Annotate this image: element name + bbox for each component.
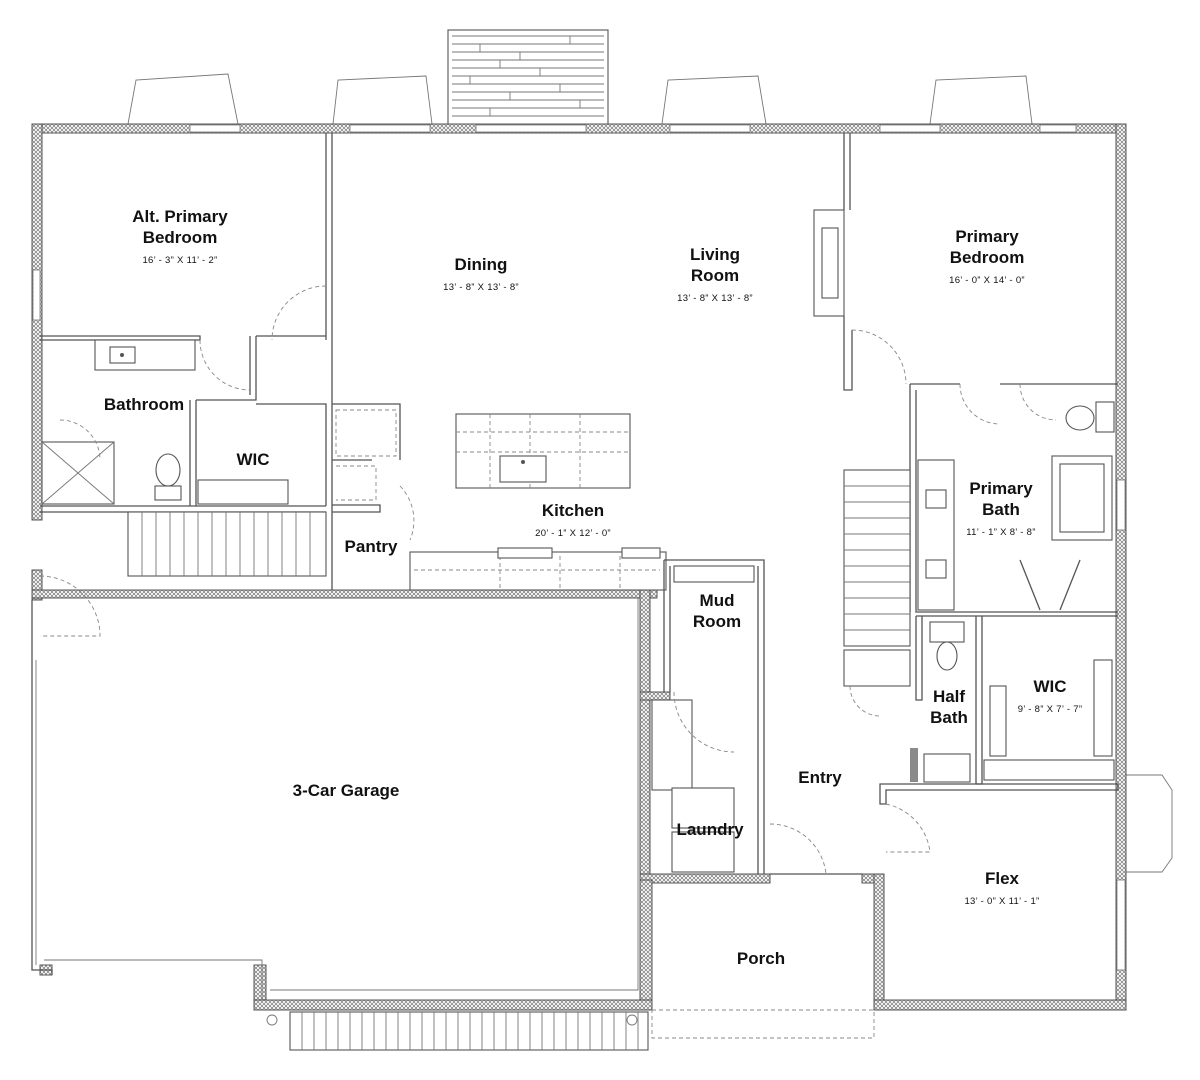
living-room-label: Living (690, 245, 740, 264)
alt-primary-bedroom-label: Bedroom (143, 228, 218, 247)
wic-right-label: WIC (1033, 677, 1066, 696)
living-room-dimensions: 13’ - 8” X 13’ - 8” (677, 293, 753, 304)
primary-bath-label: Primary (969, 479, 1033, 498)
stairs-left (127, 511, 327, 577)
door-swings (39, 285, 1057, 875)
entry-label: Entry (798, 768, 842, 787)
kitchen-dimensions: 20’ - 1” X 12’ - 0” (535, 528, 611, 539)
half-bath-label: Bath (930, 708, 968, 727)
laundry-label: Laundry (676, 820, 744, 839)
flex-label: Flex (985, 869, 1020, 888)
dining-dimensions: 13’ - 8” X 13’ - 8” (443, 282, 519, 293)
bathroom-label: Bathroom (104, 395, 184, 414)
mud-room-label: Mud (700, 591, 735, 610)
porch-label: Porch (737, 949, 785, 968)
stairs-right (843, 469, 911, 687)
garage-walls (31, 598, 639, 1000)
primary-bath-dimensions: 11’ - 1” X 8’ - 8” (966, 527, 1035, 538)
alt-primary-bedroom-label: Alt. Primary (132, 207, 228, 226)
alt-primary-bedroom-dimensions: 16’ - 3” X 11’ - 2” (142, 255, 217, 266)
window-wells (127, 73, 1173, 873)
half-bath-label: Half (933, 687, 965, 706)
garage-label: 3-Car Garage (293, 781, 400, 800)
fireplace-chimney (447, 29, 609, 127)
flex-dimensions: 13’ - 0” X 11’ - 1” (964, 896, 1039, 907)
mud-room-label: Room (693, 612, 741, 631)
kitchen-label: Kitchen (542, 501, 604, 520)
primary-bedroom-dimensions: 16’ - 0” X 14’ - 0” (949, 275, 1025, 286)
wic-right-dimensions: 9’ - 8” X 7’ - 7” (1018, 704, 1083, 715)
pantry-label: Pantry (345, 537, 398, 556)
primary-bedroom-label: Bedroom (950, 248, 1025, 267)
living-room-label: Room (691, 266, 739, 285)
garage-apron (266, 1009, 875, 1051)
dining-label: Dining (455, 255, 508, 274)
wic-left-label: WIC (236, 450, 269, 469)
primary-bedroom-label: Primary (955, 227, 1019, 246)
kitchen-island (455, 413, 631, 489)
windows (32, 124, 1126, 971)
primary-bath-label: Bath (982, 500, 1020, 519)
